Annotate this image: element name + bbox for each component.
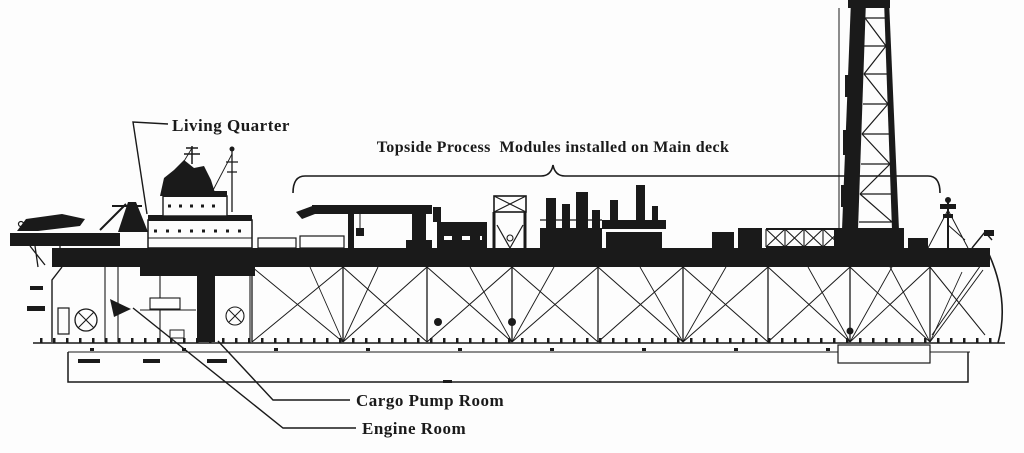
walkway-chords [766, 228, 845, 248]
aft-superstructure [10, 146, 297, 268]
bridge-deck-block [162, 195, 228, 217]
deck-box [257, 237, 297, 249]
stern-section [27, 266, 255, 342]
hull-bulkheads [251, 267, 931, 342]
keel-box [837, 344, 931, 364]
bottom-mark [143, 359, 160, 363]
flow-arrow-icon [110, 299, 131, 317]
bottom-mark [207, 359, 227, 363]
bottom-mark [78, 359, 100, 363]
pump-cross [228, 309, 242, 323]
a-frame-boom [99, 203, 142, 231]
topside-modules-brace [292, 164, 941, 194]
living-quarters-block [147, 219, 253, 249]
rudder [57, 307, 70, 335]
frame-x-bracing [493, 195, 527, 249]
mast-top-light-icon [229, 146, 235, 152]
process-module [437, 222, 487, 248]
brace-node [434, 318, 442, 326]
derrick-tower [834, 0, 904, 252]
derrick-left-leg [842, 0, 866, 230]
stern-profile [51, 266, 63, 342]
hull-fan-bracing [309, 266, 963, 343]
living-quarter-label: Living Quarter [172, 116, 290, 135]
process-column [546, 198, 556, 230]
process-column [576, 192, 588, 230]
crane-boom [312, 205, 432, 214]
aft-mast [226, 150, 238, 212]
bow-fittings [908, 197, 994, 249]
process-module [540, 228, 602, 248]
pump-circle [225, 306, 245, 326]
stern-mark [30, 286, 43, 290]
propeller-blades [77, 311, 95, 329]
module-deck-band [602, 220, 666, 229]
helideck-supports [29, 245, 61, 268]
process-module [606, 232, 662, 248]
deck-box [712, 232, 734, 248]
keel-outline [67, 352, 969, 383]
crane-base [406, 240, 432, 248]
topside-modules-label: Topside Process Modules installed on Mai… [377, 139, 730, 156]
topside-modules [296, 185, 845, 249]
process-column [610, 200, 618, 221]
frame-legs [492, 212, 527, 248]
bow-fitting-box [984, 230, 994, 236]
engine-block [149, 297, 181, 310]
hull [33, 248, 1005, 383]
keel-mark [443, 380, 452, 383]
annotations: Living Quarter Topside Process Modules i… [132, 116, 941, 438]
a-frame-crane [118, 202, 148, 232]
lifeboat [17, 214, 85, 231]
living-quarters-roof [148, 215, 252, 221]
cargo-pump-room-leader-line [217, 340, 350, 401]
engine-room-leader-line [132, 307, 356, 429]
bow-profile-curve [987, 251, 1003, 344]
derrick-equipment [845, 75, 854, 97]
walkway-x-bracing [765, 228, 843, 248]
cargo-pump-room-label: Cargo Pump Room [356, 391, 504, 410]
bow-mast-guys [927, 209, 969, 249]
frame-node [506, 234, 514, 242]
crane-support-post [348, 214, 354, 248]
deck-box [299, 235, 345, 249]
crane-pedestal [412, 214, 426, 248]
cargo-pump-casing [197, 267, 215, 342]
process-column [652, 206, 658, 221]
crown-block [848, 0, 890, 8]
deck-box [738, 228, 762, 248]
exhaust-stack [636, 185, 645, 221]
mast-crossarm [940, 204, 956, 209]
derrick-lattice-bracing [859, 17, 893, 223]
propeller-icon [74, 308, 98, 332]
crane-boom-tip [296, 205, 315, 219]
living-quarter-leader-line [132, 121, 169, 215]
mast-crossarm [943, 214, 953, 218]
derrick-right-leg [884, 0, 899, 230]
radar-mast-cluster [160, 160, 216, 196]
brace-node [508, 318, 516, 326]
engine-room-label: Engine Room [362, 419, 466, 438]
deck-box [908, 238, 928, 248]
main-deck-band [52, 248, 990, 267]
mast-guy-wires [162, 147, 233, 197]
hull-cross-bracing [251, 266, 986, 343]
crane-hook-block [356, 228, 364, 236]
hatch [169, 329, 185, 339]
derrick-equipment [841, 185, 851, 207]
helideck [10, 233, 120, 246]
stern-mark [27, 306, 45, 311]
derrick-substructure [834, 228, 904, 252]
process-column [562, 204, 570, 230]
derrick-equipment [843, 130, 852, 155]
davit-hook-icon [17, 220, 25, 228]
mast-top-icon [945, 197, 951, 203]
module-post [433, 207, 441, 222]
bow-chain-line [931, 261, 984, 336]
brace-node [846, 327, 854, 335]
